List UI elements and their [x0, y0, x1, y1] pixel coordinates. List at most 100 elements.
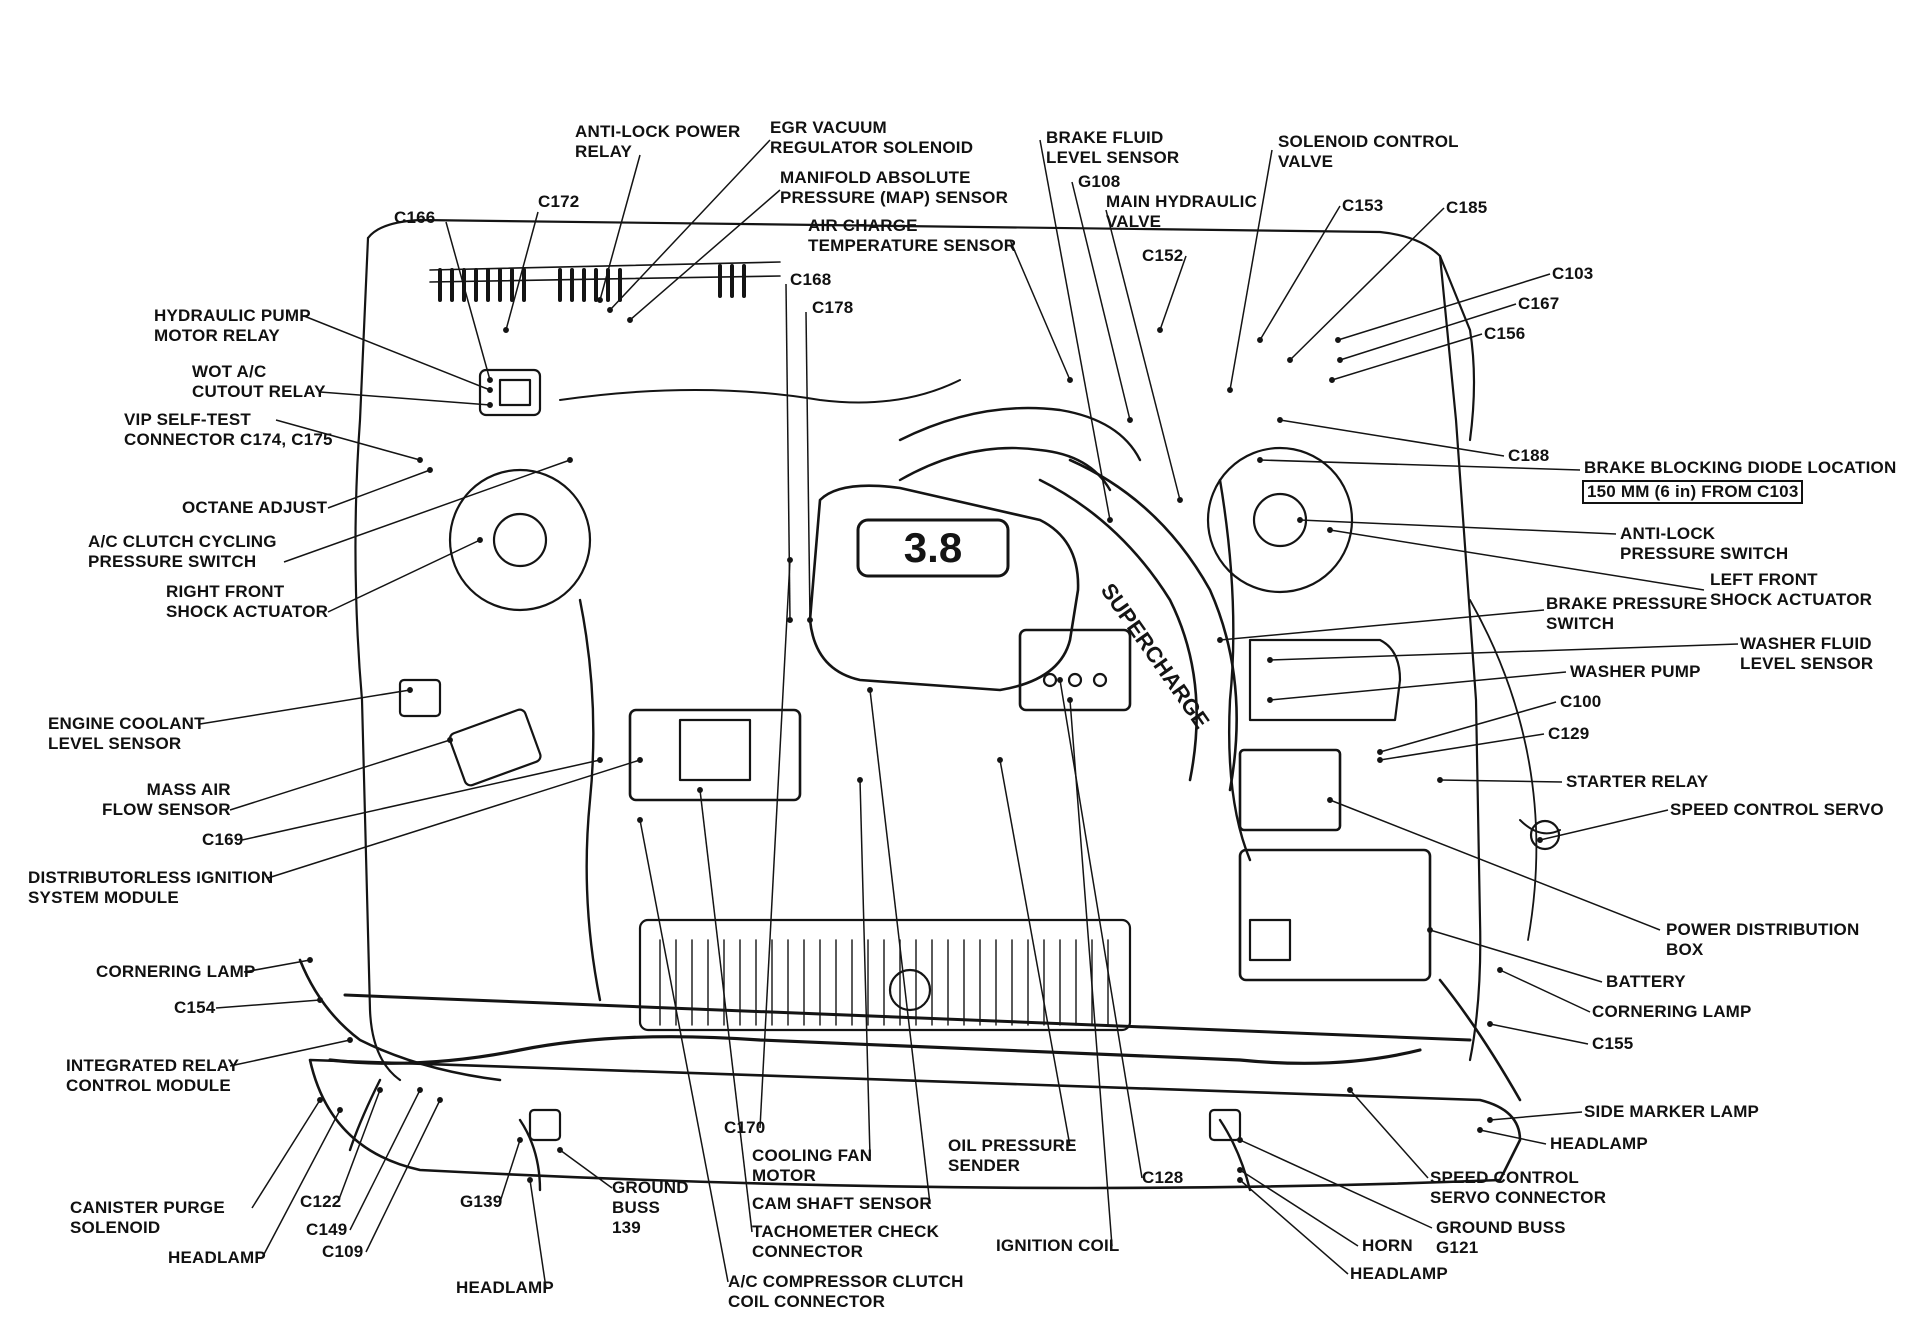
leader-map-sensor [629, 189, 781, 321]
leader-tip-headlamp-bottom [527, 1177, 533, 1183]
leader-washer-pump [1269, 671, 1567, 701]
leader-c188 [1279, 419, 1505, 457]
leader-tip-c170 [787, 557, 793, 563]
leader-distributorless-ignition-system-module [267, 759, 641, 879]
leader-tip-ac-compressor-clutch-coil-connector [637, 817, 643, 823]
label-c103: C103 [1552, 264, 1594, 283]
leader-tip-anti-lock-pressure-switch [1297, 517, 1303, 523]
leader-oil-pressure-sender [999, 759, 1071, 1147]
leader-tip-distributorless-ignition-system-module [637, 757, 643, 763]
leader-tip-c129 [1377, 757, 1383, 763]
leader-tip-c100 [1377, 749, 1383, 755]
leader-tip-c169 [597, 757, 603, 763]
label-c129: C129 [1548, 724, 1590, 743]
leader-tip-c103 [1335, 337, 1341, 343]
leader-g139 [499, 1139, 521, 1203]
label-solenoid-control-valve: SOLENOID CONTROL VALVE [1278, 132, 1459, 171]
label-engine-coolant-level-sensor: ENGINE COOLANT LEVEL SENSOR [48, 714, 205, 753]
radiator [638, 918, 1132, 1032]
leader-tip-c188 [1277, 417, 1283, 423]
leader-cam-shaft-sensor [869, 689, 931, 1205]
leader-tip-g139 [517, 1137, 523, 1143]
label-c170: C170 [724, 1118, 766, 1137]
leader-headlamp-right-lower [1239, 1179, 1349, 1275]
label-octane-adjust: OCTANE ADJUST [182, 498, 328, 517]
leader-cornering-lamp-right [1499, 969, 1591, 1013]
leader-c169 [241, 759, 601, 841]
leader-tip-headlamp-right-upper [1477, 1127, 1483, 1133]
label-mass-air-flow-sensor: MASS AIR FLOW SENSOR [102, 780, 231, 819]
label-power-distribution-box: POWER DISTRIBUTION BOX [1666, 920, 1860, 959]
cowl-vent-slots [438, 264, 746, 302]
leader-integrated-relay-control-module [229, 1039, 351, 1067]
label-map-sensor: MANIFOLD ABSOLUTE PRESSURE (MAP) SENSOR [780, 168, 1009, 207]
label-c154: C154 [174, 998, 216, 1017]
label-c167: C167 [1518, 294, 1560, 313]
leader-tachometer-check-connector [699, 789, 753, 1233]
leader-side-marker-lamp [1489, 1111, 1583, 1121]
leader-egr-vacuum-regulator-solenoid [609, 139, 771, 311]
leader-tip-c178 [807, 617, 813, 623]
label-ground-buss-g121: GROUND BUSS G121 [1436, 1218, 1566, 1257]
leader-tip-cooling-fan-motor [857, 777, 863, 783]
leader-headlamp-bottom [529, 1179, 547, 1289]
leader-tip-egr-vacuum-regulator-solenoid [607, 307, 613, 313]
leader-tip-ac-clutch-cycling-pressure-switch [567, 457, 573, 463]
leader-tip-ground-buss-139 [557, 1147, 563, 1153]
supercharger-duct [1038, 478, 1198, 782]
leader-starter-relay [1439, 779, 1563, 783]
label-c122: C122 [300, 1192, 342, 1211]
leader-tip-brake-blocking-diode-location [1257, 457, 1263, 463]
leader-octane-adjust [327, 469, 431, 509]
label-c178: C178 [812, 298, 854, 317]
leader-tip-c167 [1337, 357, 1343, 363]
label-c166: C166 [394, 208, 436, 227]
leader-ignition-coil [1069, 699, 1113, 1247]
label-c100: C100 [1560, 692, 1602, 711]
leader-tip-cornering-lamp-left [307, 957, 313, 963]
label-oil-pressure-sender: OIL PRESSURE SENDER [948, 1136, 1077, 1175]
label-anti-lock-pressure-switch: ANTI-LOCK PRESSURE SWITCH [1620, 524, 1789, 563]
leader-battery [1429, 929, 1603, 983]
leader-c155 [1489, 1023, 1589, 1045]
leader-tip-right-front-shock-actuator [477, 537, 483, 543]
leader-c129 [1379, 733, 1545, 761]
washer-reservoir [1248, 638, 1402, 722]
leader-c178 [805, 311, 811, 621]
leader-canister-purge-solenoid [251, 1099, 321, 1209]
label-brake-fluid-level-sensor: BRAKE FLUID LEVEL SENSOR [1046, 128, 1180, 167]
leader-tip-c166 [487, 377, 493, 383]
leader-hydraulic-pump-motor-relay [303, 315, 491, 391]
leader-tip-headlamp-left-lower [337, 1107, 343, 1113]
leader-g108 [1071, 181, 1131, 421]
leader-tip-c109 [437, 1097, 443, 1103]
leader-cooling-fan-motor [859, 779, 871, 1157]
label-c149: C149 [306, 1220, 348, 1239]
leader-tip-power-distribution-box [1327, 797, 1333, 803]
leader-tip-c155 [1487, 1021, 1493, 1027]
leader-tip-c172 [503, 327, 509, 333]
label-horn: HORN [1362, 1236, 1413, 1255]
label-c185: C185 [1446, 198, 1488, 217]
leader-c166 [445, 221, 491, 381]
leader-tip-c156 [1329, 377, 1335, 383]
label-headlamp-left-lower: HEADLAMP [168, 1248, 266, 1267]
label-starter-relay: STARTER RELAY [1566, 772, 1709, 791]
leader-c153 [1259, 205, 1341, 341]
leader-tip-washer-fluid-level-sensor [1267, 657, 1273, 663]
cowl-vent [429, 261, 781, 283]
leader-c172 [505, 211, 539, 331]
label-brake-blocking-diode-location: BRAKE BLOCKING DIODE LOCATION [1584, 458, 1897, 477]
leader-brake-fluid-level-sensor [1039, 139, 1111, 521]
leader-tip-g108 [1127, 417, 1133, 423]
label-wot-ac-cutout-relay: WOT A/C CUTOUT RELAY [192, 362, 326, 401]
leader-tip-battery [1427, 927, 1433, 933]
leader-tip-vip-self-test-connector [417, 457, 423, 463]
label-headlamp-right-upper: HEADLAMP [1550, 1134, 1648, 1153]
leader-brake-blocking-diode-location [1259, 459, 1581, 471]
leader-engine-coolant-level-sensor [199, 689, 411, 725]
label-ac-compressor-clutch-coil-connector: A/C COMPRESSOR CLUTCH COIL CONNECTOR [728, 1272, 964, 1311]
leader-tip-oil-pressure-sender [997, 757, 1003, 763]
leader-anti-lock-power-relay [599, 154, 641, 301]
